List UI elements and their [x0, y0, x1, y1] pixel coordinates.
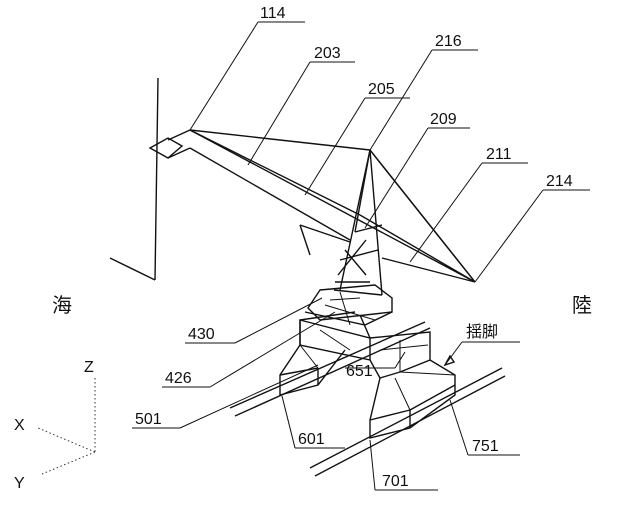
counter-jib — [369, 149, 476, 283]
label-114: 114 — [260, 5, 286, 22]
axis-triad — [37, 378, 96, 475]
axis-y-label: Y — [14, 475, 25, 492]
axis-x-label: X — [14, 417, 25, 434]
label-209: 209 — [430, 111, 457, 128]
label-203: 203 — [314, 45, 341, 62]
label-501: 501 — [135, 411, 162, 428]
label-751: 751 — [472, 438, 499, 455]
label-211: 211 — [486, 146, 512, 163]
rails — [229, 321, 506, 477]
land-side-leg — [369, 359, 456, 439]
label-426: 426 — [165, 370, 192, 387]
label-swing-leg: 揺脚 — [466, 322, 498, 341]
label-430: 430 — [188, 326, 215, 343]
label-216: 216 — [435, 33, 462, 50]
crane-mast — [333, 149, 476, 296]
leader-lines — [132, 21, 590, 491]
label-651: 651 — [346, 363, 373, 380]
crane-boom — [148, 129, 476, 283]
axis-z-label: Z — [84, 359, 94, 376]
label-601: 601 — [298, 431, 325, 448]
label-sea: 海 — [52, 293, 72, 317]
label-205: 205 — [368, 81, 395, 98]
label-214: 214 — [546, 173, 573, 190]
ship-hull-outline — [109, 77, 159, 281]
label-701: 701 — [382, 473, 409, 490]
label-land: 陸 — [572, 293, 592, 317]
